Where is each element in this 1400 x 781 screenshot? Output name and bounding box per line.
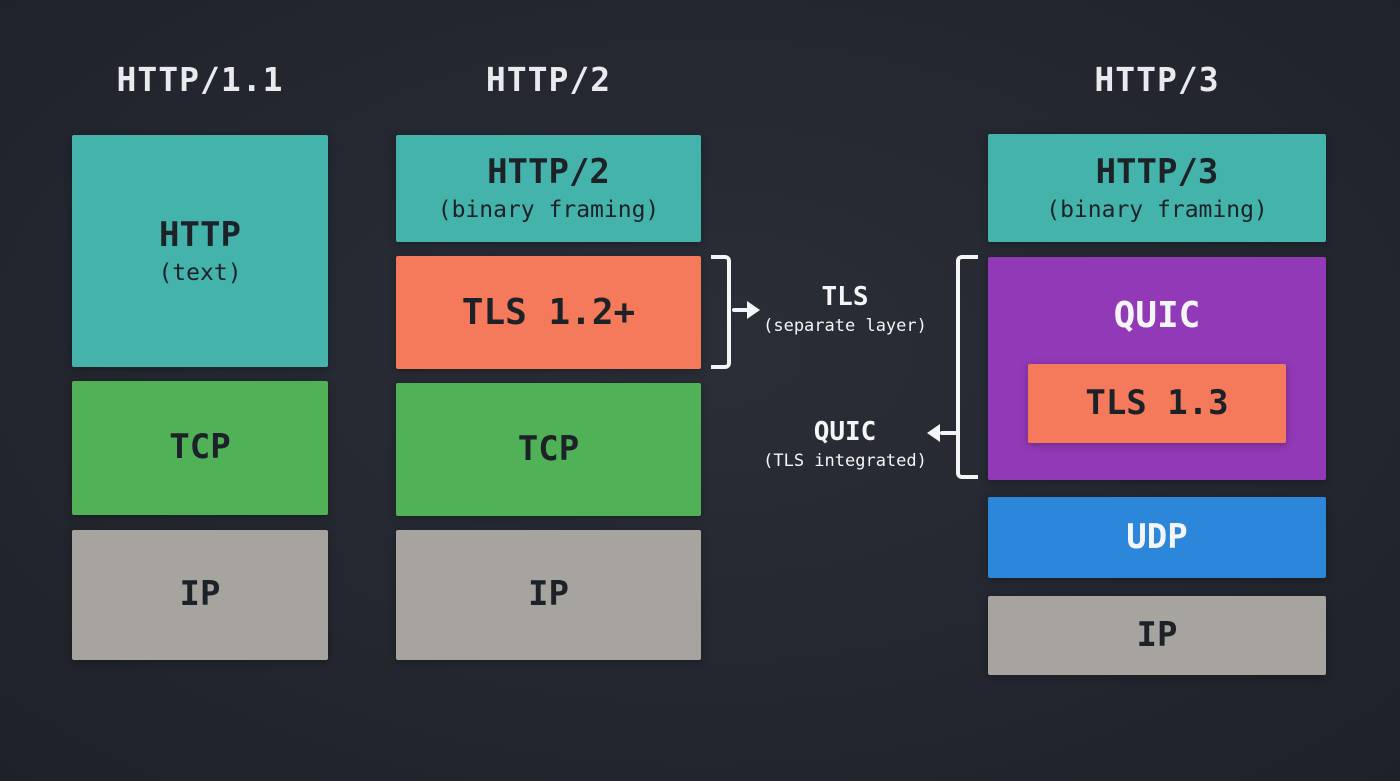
tls-arrow-line [732,308,749,312]
column-http2: HTTP/2 HTTP/2 (binary framing) TLS 1.2+ … [396,60,701,661]
column-title-http2: HTTP/2 [485,60,612,99]
layer-label: QUIC [1113,295,1201,336]
layer-label: TCP [517,428,580,469]
layer-box-http3-ip: IP [988,596,1326,675]
layer-box-http1-http: HTTP (text) [72,135,328,367]
layer-sublabel: (text) [158,259,242,286]
tls-arrow-right-icon [747,301,760,319]
column-http3: HTTP/3 HTTP/3 (binary framing) QUIC TLS … [988,60,1326,675]
layer-box-http3-quic: QUIC TLS 1.3 [988,257,1326,480]
layer-label: HTTP/2 [487,152,610,193]
layer-label: TLS 1.2+ [461,291,636,333]
quic-layer-bracket [956,255,978,479]
layer-label: TCP [169,427,231,468]
layer-label: HTTP [159,214,241,255]
layer-box-http1-ip: IP [72,530,328,660]
layer-box-http2-http: HTTP/2 (binary framing) [396,135,701,242]
layer-box-http2-tls: TLS 1.2+ [396,256,701,369]
quic-arrow-line [940,431,958,435]
annotation-label: TLS [821,282,869,312]
layer-box-http3-tls13: TLS 1.3 [1028,364,1286,443]
layer-sublabel: (binary framing) [437,197,660,224]
layer-box-http3-udp: UDP [988,497,1326,578]
layer-label: IP [1136,614,1178,655]
annotation-tls-separate-layer: TLS (separate layer) [733,283,957,336]
layer-label: IP [528,574,569,615]
layer-box-http2-tcp: TCP [396,383,701,516]
annotation-sublabel: (TLS integrated) [763,450,927,471]
annotation-sublabel: (separate layer) [763,315,927,336]
layer-box-http2-ip: IP [396,530,701,660]
quic-arrow-left-icon [927,424,940,442]
column-title-http3: HTTP/3 [1094,60,1220,99]
column-title-http1: HTTP/1.1 [116,60,284,99]
layer-box-http1-tcp: TCP [72,381,328,515]
layer-label: HTTP/3 [1095,151,1219,192]
layer-label: TLS 1.3 [1085,382,1229,423]
annotation-quic-tls-integrated: QUIC (TLS integrated) [733,418,957,471]
layer-label: UDP [1126,516,1188,557]
layer-label: IP [179,574,221,615]
layer-box-http3-http: HTTP/3 (binary framing) [988,134,1326,242]
layer-sublabel: (binary framing) [1046,196,1268,223]
column-http1: HTTP/1.1 HTTP (text) TCP IP [72,60,328,661]
tls-layer-bracket [711,255,731,369]
annotation-label: QUIC [813,417,877,447]
